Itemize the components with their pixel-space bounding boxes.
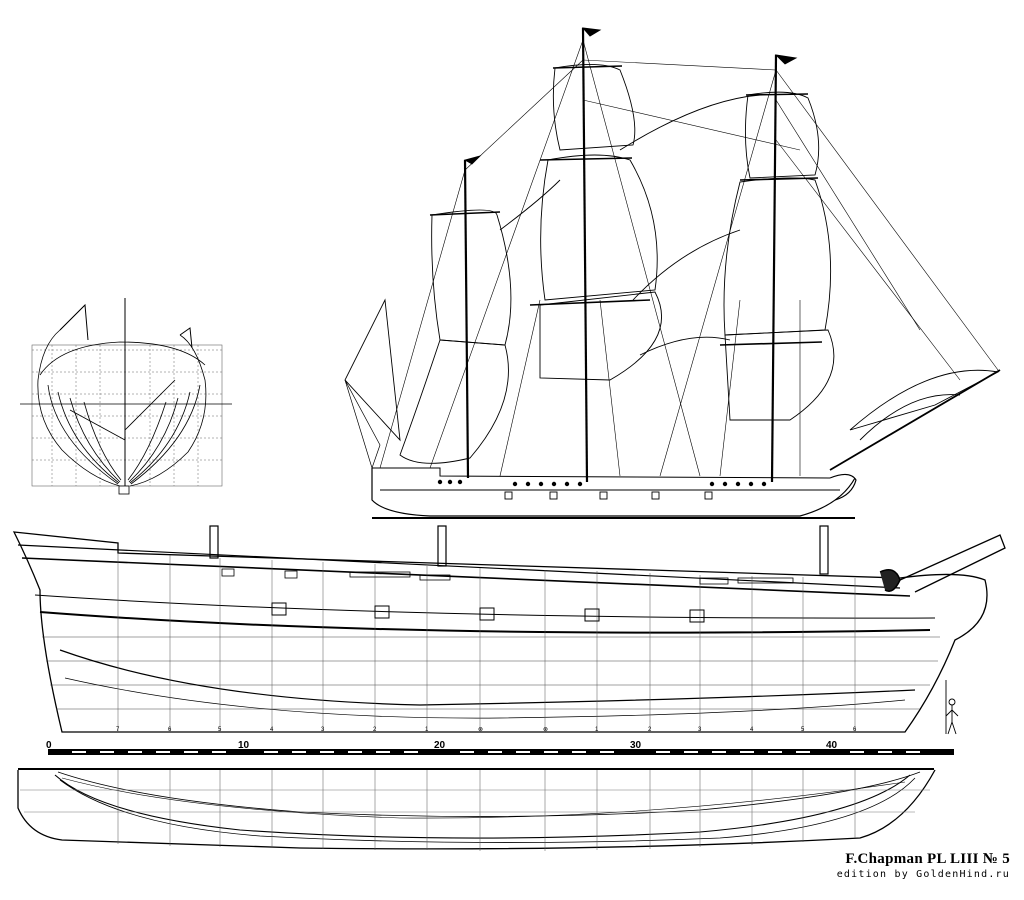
svg-text:3: 3 (321, 727, 325, 733)
svg-text:7: 7 (116, 727, 120, 733)
body-plan (20, 298, 232, 495)
half-breadth-plan (17, 768, 936, 851)
scale-bar: 0 10 20 30 40 (46, 740, 954, 755)
svg-text:4: 4 (750, 727, 754, 733)
svg-text:5: 5 (801, 727, 805, 733)
svg-text:3: 3 (698, 727, 702, 733)
svg-text:5: 5 (218, 727, 222, 733)
sheer-plan: 7 6 5 4 3 2 1 ⊗ ⊗ 1 2 3 4 5 6 (12, 525, 1006, 735)
svg-text:⊗: ⊗ (478, 727, 483, 733)
svg-text:1: 1 (425, 727, 429, 733)
scale-label-10: 10 (238, 740, 250, 751)
plate-title: F.Chapman PL LIII № 5 (845, 851, 1010, 867)
svg-text:⊗: ⊗ (543, 727, 548, 733)
scale-label-40: 40 (826, 740, 838, 751)
svg-text:1: 1 (595, 727, 599, 733)
svg-text:4: 4 (270, 727, 274, 733)
svg-text:2: 2 (373, 727, 377, 733)
sail-plan (344, 27, 1001, 519)
scale-label-20: 20 (434, 740, 446, 751)
plate-caption: F.Chapman PL LIII № 5 edition by GoldenH… (837, 851, 1010, 880)
human-figure-icon (945, 680, 959, 735)
scale-label-30: 30 (630, 740, 642, 751)
scale-label-0: 0 (46, 740, 52, 751)
svg-text:6: 6 (853, 727, 857, 733)
svg-text:2: 2 (648, 727, 652, 733)
svg-text:6: 6 (168, 727, 172, 733)
plate-credit: edition by GoldenHind.ru (836, 869, 1010, 880)
